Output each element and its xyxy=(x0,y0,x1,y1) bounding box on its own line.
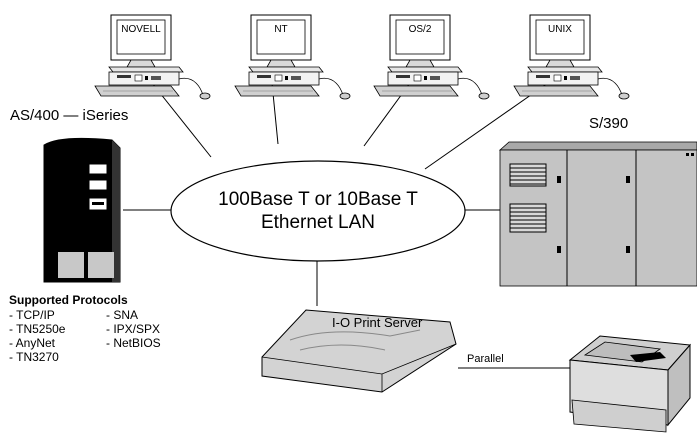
lan-label: 100Base T or 10Base T Ethernet LAN xyxy=(188,188,448,234)
workstation-label-unix: UNIX xyxy=(548,24,572,35)
workstation-label-nt: NT xyxy=(274,24,288,35)
lan-label-line1: 100Base T or 10Base T xyxy=(218,189,418,210)
protocol-item: - IPX/SPX xyxy=(106,322,161,336)
lan-label-line2: Ethernet LAN xyxy=(260,212,376,233)
protocol-item: - TN5250e xyxy=(9,322,66,336)
workstation-label-novell: NOVELL xyxy=(121,24,161,35)
protocols-list-1: - TCP/IP - TN5250e - AnyNet - TN3270 xyxy=(9,308,65,364)
server-tower-icon xyxy=(43,137,121,283)
protocol-item: - SNA xyxy=(106,308,139,322)
protocol-item: - NetBIOS xyxy=(106,336,161,350)
print-server-label: I-O Print Server xyxy=(332,315,423,330)
parallel-label: Parallel xyxy=(467,353,504,365)
protocols-title: Supported Protocols xyxy=(9,293,128,307)
protocols-list-2: - SNA - IPX/SPX - NetBIOS xyxy=(106,308,161,350)
s390-label: S/390 xyxy=(589,115,629,132)
mainframe-icon xyxy=(498,141,697,287)
protocol-item: - AnyNet xyxy=(9,336,56,350)
as400-label: AS/400 — iSeries xyxy=(10,107,129,124)
lan-ellipse xyxy=(170,160,466,262)
protocol-item: - TN3270 xyxy=(9,350,59,364)
printer-icon xyxy=(568,335,692,433)
workstation-label-os2: OS/2 xyxy=(408,24,432,35)
print-server-icon xyxy=(261,309,457,393)
protocol-item: - TCP/IP xyxy=(9,308,55,322)
